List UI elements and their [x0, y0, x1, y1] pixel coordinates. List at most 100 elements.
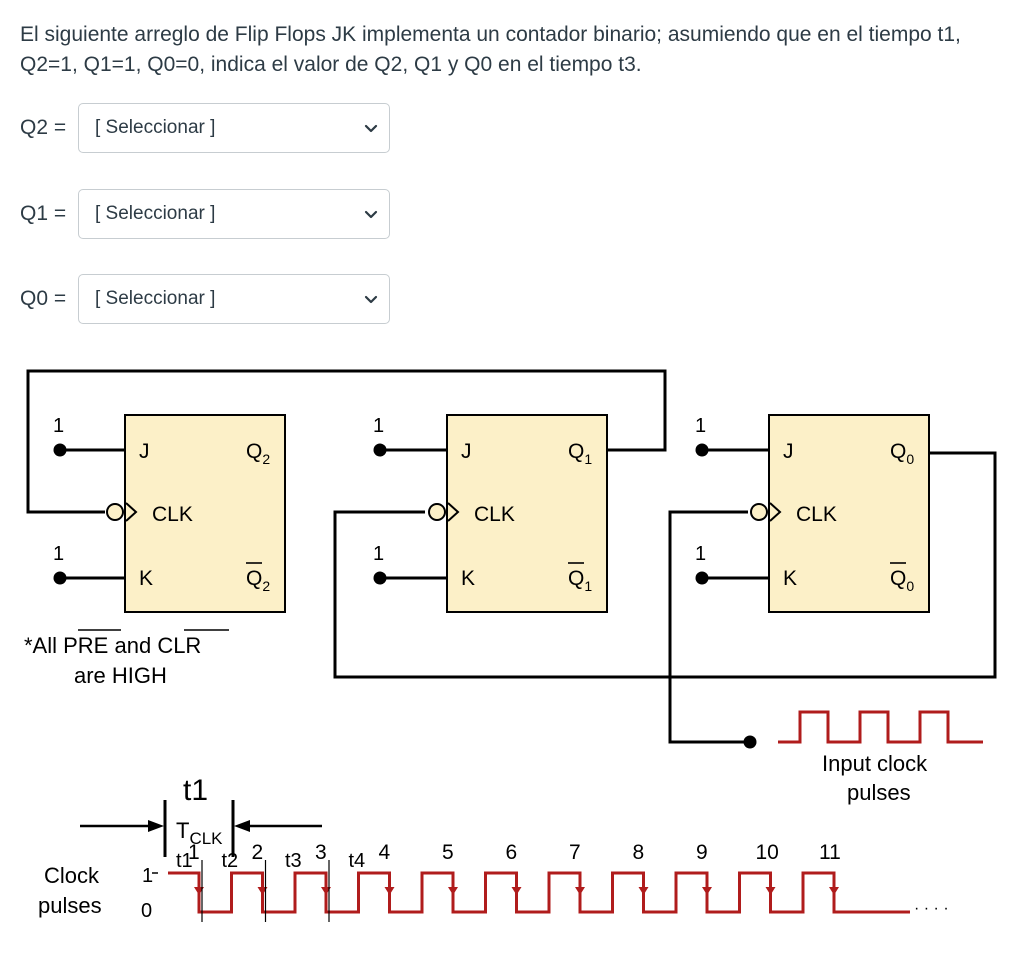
chevron-down-icon — [364, 210, 378, 219]
axis-high-label: 1 — [142, 865, 153, 887]
clk-bubble — [750, 503, 768, 521]
q-letter: Q — [890, 440, 906, 463]
q2-select-value: [ Seleccionar ] — [95, 117, 216, 138]
note-line1: *All PRE and CLR — [24, 633, 201, 658]
q-subscript: 1 — [584, 451, 592, 467]
answer-row-q0: Q0 = [ Seleccionar ] — [20, 273, 390, 325]
q-letter: Q — [890, 567, 906, 590]
q-letter: Q — [568, 440, 584, 463]
time-label: t1 — [176, 850, 193, 872]
input-level-label: 1 — [695, 415, 706, 437]
pin-q: Q0 — [890, 440, 914, 467]
t1-label: t1 — [183, 774, 208, 807]
clk-bubble — [106, 503, 124, 521]
ellipsis: · · · · — [914, 900, 949, 917]
pulse-number-labels: 1 2 3 4 5 6 7 8 9 10 11 — [188, 841, 841, 864]
time-label: t3 — [285, 850, 302, 872]
tclk-base: T — [176, 818, 189, 843]
q1-select-value: [ Seleccionar ] — [95, 203, 216, 224]
flipflop-q2: J CLK K Q2 Q2 — [106, 414, 286, 613]
input-level-label: 1 — [695, 543, 706, 565]
q1-select[interactable]: [ Seleccionar ] — [78, 189, 390, 239]
answer-label-q2: Q2 = — [20, 116, 67, 139]
flipflop-body — [768, 414, 930, 613]
falling-edge-arrow-icon — [702, 887, 712, 895]
q-letter: Q — [246, 440, 262, 463]
note-line2: are HIGH — [74, 663, 167, 688]
axis-label: pulses — [38, 893, 102, 918]
time-label: t2 — [222, 850, 239, 872]
falling-edge-arrow-icon — [511, 887, 522, 895]
note-clr: CLR — [157, 633, 201, 658]
note-and: and — [108, 633, 157, 658]
pin-k: K — [139, 567, 153, 590]
falling-edge-arrow-icon — [384, 887, 395, 895]
tclk-sub: CLK — [189, 829, 223, 848]
input-level-labels: 1 1 1 1 1 1 — [53, 415, 706, 565]
pulse-number-label: 11 — [819, 841, 841, 864]
counter-diagram: 1 1 1 1 1 1 J CLK K Q2 Q2 J CLK K Q1 Q1 … — [24, 369, 997, 922]
pin-k: K — [783, 567, 797, 590]
answer-row-q2: Q2 = [ Seleccionar ] — [20, 102, 390, 154]
flipflop-q0: J CLK K Q0 Q0 — [750, 414, 930, 613]
pin-q: Q2 — [246, 440, 270, 467]
flipflop-q1: J CLK K Q1 Q1 — [428, 414, 608, 613]
q2-select[interactable]: [ Seleccionar ] — [78, 103, 390, 153]
pulse-number-label: 5 — [442, 841, 454, 864]
pulse-number-label: 4 — [379, 841, 391, 864]
pulse-number-label: 10 — [756, 841, 779, 864]
time-ticks — [201, 860, 330, 922]
pulse-number-label: 8 — [633, 841, 645, 864]
answer-label-q1: Q1 = — [20, 202, 67, 225]
falling-edge-arrow-icon — [829, 887, 839, 895]
clock-waveform — [168, 871, 910, 914]
input-level-label: 1 — [53, 543, 64, 565]
q-letter: Q — [246, 567, 262, 590]
falling-edge-arrow-icon — [575, 887, 585, 895]
note-pre: PRE — [63, 633, 108, 658]
pin-k: K — [461, 567, 475, 590]
q0-select-value: [ Seleccionar ] — [95, 288, 216, 309]
pre-clr-note: *All PRE and CLR are HIGH — [24, 629, 229, 688]
axis-low-label: 0 — [141, 900, 152, 922]
wires — [26, 369, 997, 744]
pin-clk: CLK — [152, 503, 193, 526]
clk-triangle — [447, 502, 460, 522]
answer-row-q1: Q1 = [ Seleccionar ] — [20, 188, 390, 240]
pulse-number-label: 2 — [252, 841, 264, 864]
chevron-down-icon — [364, 124, 378, 133]
chevron-down-icon — [364, 295, 378, 304]
clk-triangle — [125, 502, 138, 522]
arrowhead-icon — [148, 820, 164, 832]
q0-select[interactable]: [ Seleccionar ] — [78, 274, 390, 324]
tclk-label: TCLK — [176, 818, 223, 848]
pulse-number-label: 3 — [315, 841, 327, 864]
input-clock-waveform: Input clock pulses — [778, 710, 983, 805]
pin-q: Q1 — [568, 440, 592, 467]
pulse-number-label: 6 — [506, 841, 518, 864]
clk-triangle — [769, 502, 782, 522]
clk-bubble — [428, 503, 446, 521]
q-subscript: 0 — [906, 578, 914, 594]
flipflop-body — [124, 414, 286, 613]
q-subscript: 1 — [584, 578, 592, 594]
flipflop-body — [446, 414, 608, 613]
time-label: t4 — [349, 850, 366, 872]
pin-clk: CLK — [796, 503, 837, 526]
falling-edge-arrows — [194, 887, 839, 895]
pulse-number-label: 9 — [696, 841, 708, 864]
falling-edge-arrow-icon — [765, 887, 776, 895]
pin-clk: CLK — [474, 503, 515, 526]
input-clock-label: pulses — [847, 780, 911, 805]
pin-q-bar: Q1 — [568, 567, 592, 594]
pulse-number-label: 7 — [569, 841, 581, 864]
q-letter: Q — [568, 567, 584, 590]
falling-edge-arrow-icon — [638, 887, 649, 895]
q-subscript: 2 — [262, 451, 270, 467]
pulse-number-label: 1 — [188, 841, 200, 864]
arrowhead-icon — [234, 820, 250, 832]
note-star: *All — [24, 633, 63, 658]
pin-q-bar: Q0 — [890, 567, 914, 594]
pin-j: J — [139, 440, 150, 463]
